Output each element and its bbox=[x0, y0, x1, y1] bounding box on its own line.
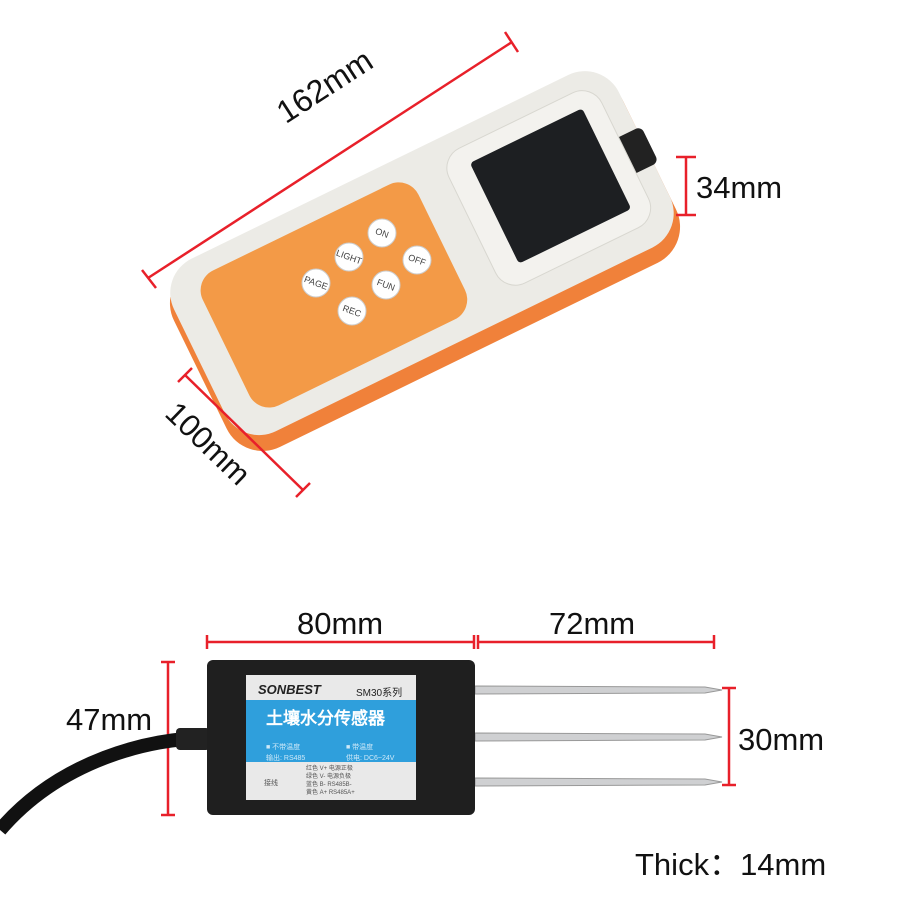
sensor-label-text: SONBEST SM30系列 土壤水分传感器 ■ 不带温度 ■ 带温度 输出: … bbox=[246, 675, 416, 800]
wiring-label: 接线 bbox=[264, 780, 278, 787]
wire-row: 黄色 A+ RS485A+ bbox=[306, 790, 355, 796]
power-spec: 供电: DC6~24V bbox=[346, 755, 395, 762]
brand: SONBEST bbox=[258, 682, 321, 697]
dimension-lines bbox=[141, 31, 736, 817]
button-on[interactable]: ON bbox=[374, 226, 390, 240]
wiring-table: 红色 V+ 电源正极 绿色 V- 电源负极 蓝色 B- RS485B- 黄色 A… bbox=[306, 765, 355, 797]
cable bbox=[0, 731, 208, 835]
cable-gland bbox=[176, 728, 210, 750]
sensor-title: 土壤水分传感器 bbox=[266, 709, 385, 728]
label-body-height: 47mm bbox=[66, 702, 153, 737]
label-screen-height: 34mm bbox=[696, 170, 783, 205]
option-temp: ■ 带温度 bbox=[346, 744, 374, 751]
output-spec: 输出: RS485 bbox=[266, 755, 306, 762]
label-thickness: Thick：14mm bbox=[635, 847, 827, 882]
probes bbox=[474, 685, 723, 787]
option-no-temp: ■ 不带温度 bbox=[266, 744, 301, 751]
wire-row: 蓝色 B- RS485B- bbox=[306, 782, 352, 788]
label-probe-length: 72mm bbox=[549, 606, 636, 641]
series: SM30系列 bbox=[356, 688, 403, 699]
lcd-screen bbox=[471, 109, 630, 263]
label-probe-spacing: 30mm bbox=[738, 722, 825, 757]
wire-row: 红色 V+ 电源正极 bbox=[306, 766, 353, 772]
wire-row: 绿色 V- 电源负极 bbox=[306, 774, 352, 780]
keypad-panel bbox=[200, 182, 468, 408]
label-body-length: 80mm bbox=[297, 606, 384, 641]
button-group[interactable]: ON LIGHT OFF PAGE FUN REC bbox=[301, 218, 432, 326]
